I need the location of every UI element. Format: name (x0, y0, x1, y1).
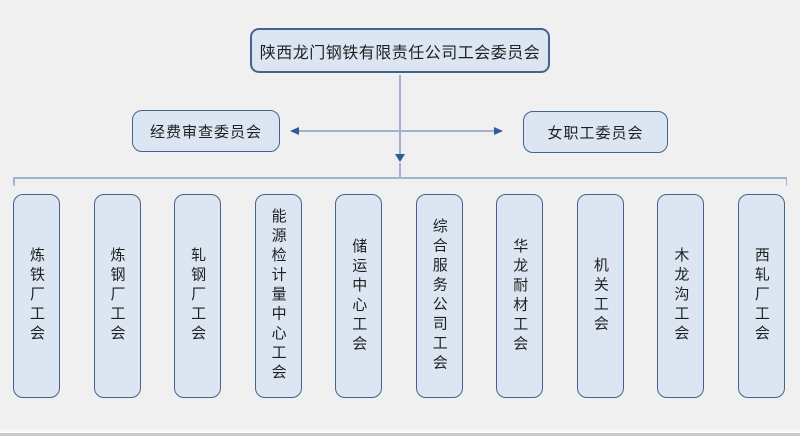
bottom-edge-line (0, 433, 800, 436)
down-arrowhead-icon (395, 154, 405, 162)
branch-bracket-line (13, 177, 787, 179)
branch-bracket-right-end (785, 177, 787, 186)
union-node-zhagang: 轧钢厂工会 (174, 194, 222, 398)
union-label: 能源检计量中心工会 (269, 208, 287, 384)
committee-node-female-workers: 女职工委员会 (523, 111, 668, 153)
union-node-mulonggou: 木龙沟工会 (657, 194, 705, 398)
org-root-label: 陕西龙门钢铁有限责任公司工会委员会 (259, 44, 541, 62)
union-node-hualong: 华龙耐材工会 (496, 194, 544, 398)
union-label: 综合服务公司工会 (430, 218, 448, 374)
union-label: 储运中心工会 (350, 237, 368, 355)
union-node-liangang: 炼钢厂工会 (93, 194, 141, 398)
union-node-jiguan: 机关工会 (576, 194, 624, 398)
committee-label: 经费审查委员会 (149, 123, 262, 141)
union-label: 炼钢厂工会 (108, 247, 126, 345)
committee-label: 女职工委员会 (547, 124, 644, 142)
union-label: 轧钢厂工会 (189, 247, 207, 345)
union-label: 华龙耐材工会 (511, 237, 529, 355)
left-arrowhead-icon (290, 127, 299, 135)
committee-node-funding-review: 经费审查委员会 (132, 110, 280, 152)
union-node-lientie: 炼铁厂工会 (13, 194, 60, 398)
union-label: 炼铁厂工会 (28, 247, 45, 345)
union-label: 西轧厂工会 (752, 247, 770, 345)
union-label: 木龙沟工会 (672, 247, 690, 345)
union-node-nengyuan: 能源检计量中心工会 (254, 194, 302, 398)
root-down-connector-line (399, 75, 401, 155)
union-row: 炼铁厂工会 炼钢厂工会 轧钢厂工会 能源检计量中心工会 储运中心工会 综合服务公… (13, 194, 785, 398)
union-node-chuyun: 储运中心工会 (335, 194, 383, 398)
committee-double-arrow-line (298, 130, 497, 132)
union-node-zonghe: 综合服务公司工会 (415, 194, 463, 398)
branch-bracket-left-end (13, 177, 15, 186)
branch-bracket-center-stub (399, 163, 401, 177)
org-root-node: 陕西龙门钢铁有限责任公司工会委员会 (250, 28, 550, 73)
union-node-xizha: 西轧厂工会 (737, 194, 785, 398)
union-label: 机关工会 (591, 257, 609, 335)
right-arrowhead-icon (494, 127, 503, 135)
bottom-edge-fade (0, 428, 800, 433)
